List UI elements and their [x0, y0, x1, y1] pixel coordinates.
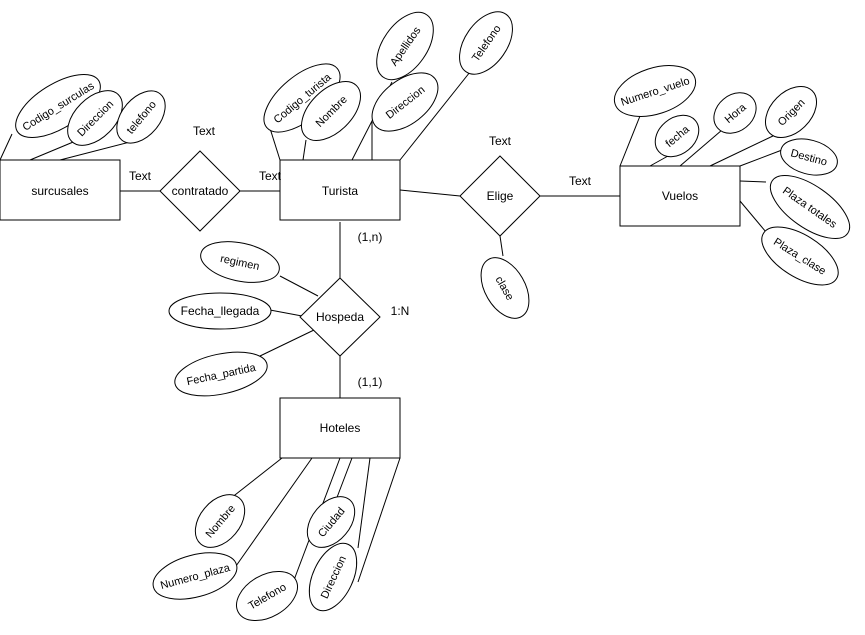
attribute-hoteles-direccion[interactable]: Direccion — [300, 536, 367, 618]
line-vue-fecha — [649, 155, 669, 167]
attribute-hoteles-ciudad[interactable]: Ciudad — [298, 488, 364, 557]
attribute-turista-apellidos[interactable]: Apellidos — [365, 2, 445, 89]
attribute-vuelos-hora[interactable]: Hora — [706, 84, 764, 141]
line-tur-nombre — [302, 139, 307, 161]
cardinality-turista-hospeda: (1,n) — [358, 230, 383, 244]
line-hot-ciudad — [335, 457, 353, 501]
cardinality-hoteles-hospeda: (1,1) — [358, 375, 383, 389]
attribute-hoteles-telefono[interactable]: Telefono — [228, 561, 306, 630]
attribute-vuelos-destino[interactable]: Destino — [777, 133, 842, 181]
edge-label-elige-top: Text — [489, 134, 512, 148]
relationship-elige-label: Elige — [487, 189, 514, 203]
line-vue-destino — [739, 149, 783, 167]
entity-hoteles[interactable]: Hoteles — [279, 397, 401, 459]
attribute-elige-clase[interactable]: clase — [471, 249, 539, 326]
line-suc-telefono — [59, 141, 131, 161]
cardinality-hospeda-ratio: 1:N — [391, 304, 410, 318]
entity-sucursales[interactable]: surcusales — [0, 159, 121, 221]
edge-label-contratado-top: Text — [193, 124, 216, 138]
attribute-hoteles-nombre[interactable]: Nombre — [185, 485, 254, 557]
edge-label-sucursales-contratado: Text — [129, 169, 152, 183]
line-hot-direccion-2 — [357, 457, 401, 583]
entity-vuelos-label: Vuelos — [662, 189, 698, 203]
line-elige-clase — [499, 235, 504, 257]
line-tur-telefono — [399, 71, 471, 161]
attribute-hospeda-fecha-llegada-label: Fecha_llegada — [181, 304, 260, 318]
attribute-hospeda-fecha-llegada[interactable]: Fecha_llegada — [168, 292, 272, 330]
attribute-sucursales-telefono[interactable]: telefono — [107, 82, 175, 152]
relationship-hospeda[interactable]: Hospeda — [299, 277, 381, 357]
line-hot-direccion — [357, 457, 371, 549]
attribute-vuelos-fecha[interactable]: fecha — [647, 107, 707, 165]
attribute-hoteles-numero-plaza[interactable]: Numero_plaza — [148, 545, 242, 608]
line-hos-fecha-partida — [259, 329, 315, 357]
relationship-contratado[interactable]: contratado — [159, 150, 241, 232]
attribute-turista-direccion[interactable]: Direccion — [362, 61, 449, 142]
attribute-turista-telefono[interactable]: Telefono — [449, 2, 524, 83]
attribute-turista-nombre[interactable]: Nombre — [291, 71, 372, 152]
line-suc-codigo — [0, 133, 13, 161]
line-hos-fecha-llegada — [269, 309, 303, 317]
attribute-vuelos-origen[interactable]: Origen — [756, 77, 827, 148]
line-vue-plaza-totales — [739, 180, 767, 183]
relationship-hospeda-label: Hospeda — [316, 310, 364, 324]
entity-vuelos[interactable]: Vuelos — [619, 165, 741, 227]
line-hot-numero — [235, 457, 313, 567]
edge-label-contratado-turista: Text — [259, 169, 282, 183]
line-vue-hora — [679, 129, 723, 167]
attribute-vuelos-plaza-clase[interactable]: Plaza_clase — [752, 215, 847, 296]
relationship-contratado-label: contratado — [172, 184, 229, 198]
attribute-hospeda-fecha-partida[interactable]: Fecha_partida — [171, 345, 271, 404]
line-turista-elige — [399, 189, 461, 197]
connectors — [0, 71, 783, 583]
entity-hoteles-label: Hoteles — [320, 421, 361, 435]
attribute-hospeda-regimen[interactable]: regimen — [197, 235, 283, 289]
relationship-elige[interactable]: Elige — [459, 155, 541, 237]
entity-turista-label: Turista — [322, 184, 359, 198]
line-hos-regimen — [279, 275, 319, 297]
line-vue-origen — [709, 134, 776, 167]
line-hot-nombre — [225, 457, 283, 503]
entity-sucursales-label: surcusales — [31, 184, 88, 198]
attribute-sucursales-direccion[interactable]: Direccion — [58, 81, 133, 156]
entity-turista[interactable]: Turista — [279, 159, 401, 221]
edge-label-elige-vuelos: Text — [569, 174, 592, 188]
attribute-vuelos-numero[interactable]: Numero_vuelo — [608, 56, 702, 126]
line-vue-numero — [619, 115, 641, 167]
line-suc-direccion — [29, 139, 79, 161]
